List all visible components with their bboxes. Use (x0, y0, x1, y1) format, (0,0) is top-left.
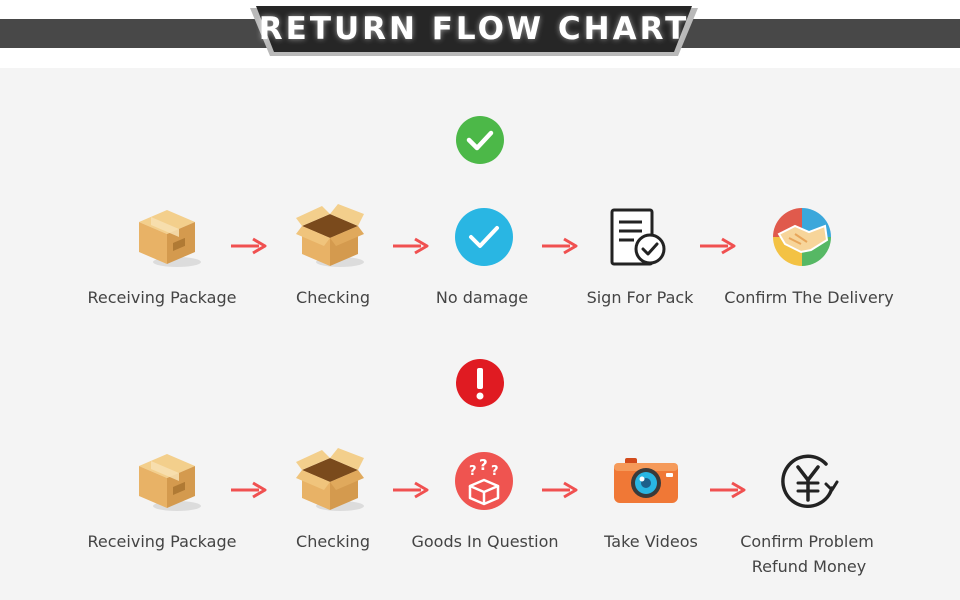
svg-text:?: ? (491, 464, 499, 479)
step-label: No damage (435, 288, 529, 307)
camera-icon (611, 448, 681, 514)
arrow-icon (229, 236, 271, 256)
signed-document-icon (604, 204, 674, 270)
arrow-icon (391, 236, 433, 256)
check-icon (456, 116, 504, 164)
arrow-icon (540, 236, 582, 256)
step-label: Confirm The Delivery (724, 288, 894, 307)
check-circle-icon (449, 204, 519, 270)
step-label: Take Videos (604, 532, 698, 551)
step-label: Checking (296, 532, 370, 551)
step-label: Sign For Pack (586, 288, 694, 307)
package-icon (133, 204, 203, 270)
step-label: Goods In Question (411, 532, 559, 551)
svg-text:?: ? (469, 464, 477, 479)
arrow-icon (229, 480, 271, 500)
arrow-icon (708, 480, 750, 500)
exclamation-icon (456, 359, 504, 407)
step-label: Confirm Problem (740, 532, 874, 551)
step-label: Checking (296, 288, 370, 307)
question-box-icon: ? ? ? (449, 448, 519, 514)
open-box-icon (296, 204, 366, 270)
page-title: RETURN FLOW CHART (258, 11, 690, 47)
arrow-icon (540, 480, 582, 500)
open-box-icon (296, 448, 366, 514)
step-label-secondary: Refund Money (751, 557, 867, 576)
arrow-icon (698, 236, 740, 256)
title-banner: RETURN FLOW CHART (250, 6, 698, 58)
step-label: Receiving Package (87, 288, 237, 307)
step-label: Receiving Package (87, 532, 237, 551)
arrow-icon (391, 480, 433, 500)
package-icon (133, 448, 203, 514)
yen-refund-icon (774, 448, 844, 514)
svg-text:?: ? (479, 456, 488, 474)
handshake-icon (767, 204, 837, 270)
